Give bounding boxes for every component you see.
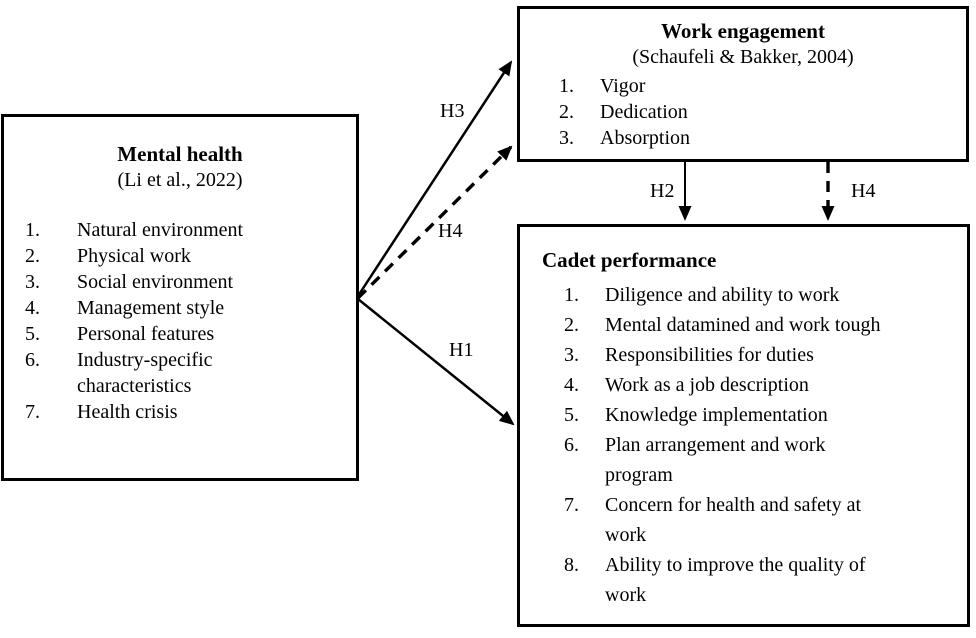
list-item-number: 3. xyxy=(25,271,40,293)
list-item-number: 4. xyxy=(564,374,579,396)
list-item-number: 5. xyxy=(25,323,40,345)
hypothesis-label-h2: H2 xyxy=(650,180,675,202)
list-item-text: Plan arrangement and work program xyxy=(605,434,826,486)
list-item: 2. Mental datamined and work tough xyxy=(520,310,967,340)
list-item-text: Vigor xyxy=(600,75,646,97)
list-item-number: 1. xyxy=(564,284,579,306)
list-item-text: Dedication xyxy=(600,101,688,123)
list-item: 5. Knowledge implementation xyxy=(520,400,967,430)
list-item-number: 4. xyxy=(25,297,40,319)
list-item-text: Social environment xyxy=(77,271,234,293)
list-item-number: 8. xyxy=(564,554,579,576)
cadet-performance-list: 1. Diligence and ability to work 2. Mental … xyxy=(520,280,967,610)
list-item: 3. Social environment xyxy=(4,269,356,295)
list-item-text: Absorption xyxy=(600,127,690,149)
list-item-text: Health crisis xyxy=(77,401,178,423)
list-item-text: Concern for health and safety at work xyxy=(605,494,862,546)
list-item-text: Industry-specific characteristics xyxy=(77,349,213,397)
work-engagement-title: Work engagement xyxy=(661,19,825,43)
list-item-text: Personal features xyxy=(77,323,215,345)
work-engagement-box: Work engagement (Schaufeli & Bakker, 200… xyxy=(517,6,969,162)
list-item-text: Mental datamined and work tough xyxy=(605,314,881,336)
list-item: 1. Vigor xyxy=(520,73,966,99)
list-item-number: 7. xyxy=(25,401,40,423)
list-item: 6. Plan arrangement and work program xyxy=(520,430,967,490)
mental-health-box: Mental health (Li et al., 2022) 1. Natura… xyxy=(1,114,359,481)
list-item-text: Responsibilities for duties xyxy=(605,344,814,366)
list-item: 4. Management style xyxy=(4,295,356,321)
arrow-h4-diagonal-line xyxy=(356,145,513,300)
mental-health-citation: (Li et al., 2022) xyxy=(117,169,243,191)
hypothesis-label-h1: H1 xyxy=(449,339,474,361)
list-item: 3. Absorption xyxy=(520,125,966,151)
list-item: 2. Physical work xyxy=(4,243,356,269)
list-item-text: Ability to improve the quality of work xyxy=(605,554,866,606)
list-item-number: 2. xyxy=(564,314,579,336)
list-item-text: Management style xyxy=(77,297,225,319)
list-item: 6. Industry-specific characteristics xyxy=(4,347,356,399)
list-item-number: 3. xyxy=(564,344,579,366)
list-item-text: Work as a job description xyxy=(605,374,809,396)
hypothesis-label-h4-vertical: H4 xyxy=(851,180,876,202)
list-item-number: 1. xyxy=(559,75,574,97)
list-item-number: 2. xyxy=(559,101,574,123)
list-item-number: 2. xyxy=(25,245,40,267)
list-item: 7. Health crisis xyxy=(4,399,356,425)
cadet-performance-title: Cadet performance xyxy=(542,248,717,272)
list-item: 3. Responsibilities for duties xyxy=(520,340,967,370)
list-item: 5. Personal features xyxy=(4,321,356,347)
list-item-text: Knowledge implementation xyxy=(605,404,828,426)
list-item-text: Diligence and ability to work xyxy=(605,284,840,306)
list-item: 8. Ability to improve the quality of work xyxy=(520,550,967,610)
list-item-number: 6. xyxy=(25,349,40,371)
list-item-number: 6. xyxy=(564,434,579,456)
work-engagement-list: 1. Vigor 2. Dedication 3. Absorption xyxy=(520,73,966,151)
list-item-number: 1. xyxy=(25,219,40,241)
hypothesis-label-h3: H3 xyxy=(440,100,465,122)
mental-health-title: Mental health xyxy=(117,142,243,166)
list-item-text: Physical work xyxy=(77,245,191,267)
cadet-performance-box: Cadet performance 1. Diligence and abilit… xyxy=(517,224,970,627)
list-item-number: 3. xyxy=(559,127,574,149)
list-item-text: Natural environment xyxy=(77,219,244,241)
list-item-number: 7. xyxy=(564,494,579,516)
list-item: 7. Concern for health and safety at work xyxy=(520,490,967,550)
list-item: 4. Work as a job description xyxy=(520,370,967,400)
arrow-h3-line xyxy=(356,60,513,297)
list-item-number: 5. xyxy=(564,404,579,426)
hypothesis-label-h4-diagonal: H4 xyxy=(438,220,463,242)
mental-health-list: 1. Natural environment 2. Physical work 3. So… xyxy=(4,217,356,425)
list-item: 1. Natural environment xyxy=(4,217,356,243)
list-item: 2. Dedication xyxy=(520,99,966,125)
work-engagement-citation: (Schaufeli & Bakker, 2004) xyxy=(632,46,854,68)
arrow-h1-line xyxy=(357,298,515,426)
list-item: 1. Diligence and ability to work xyxy=(520,280,967,310)
